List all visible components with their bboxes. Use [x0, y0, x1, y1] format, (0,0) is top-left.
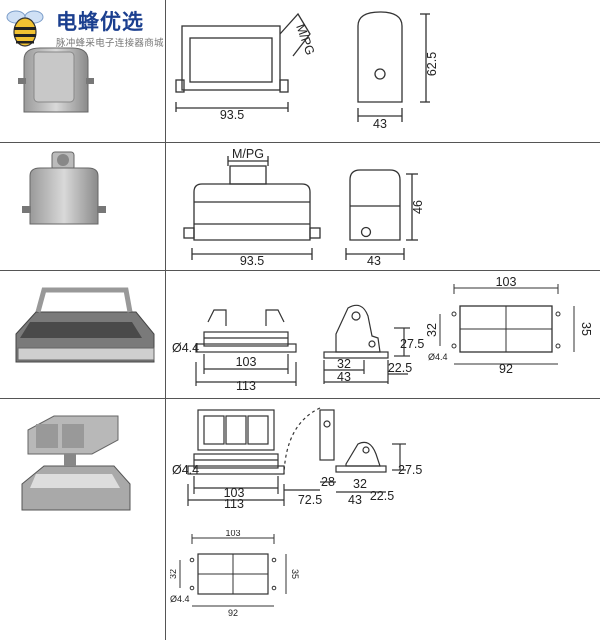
dim-hole: Ø4.4	[172, 341, 199, 355]
dim-d2: 43	[348, 493, 362, 507]
brand-tagline: 脉冲蜂采电子连接器商城	[56, 38, 164, 49]
row1-front-view-drawing: 93.5 M/PG	[175, 12, 317, 122]
housing-lever-photo	[15, 287, 155, 363]
cutout-pitch: 92	[228, 608, 238, 618]
dim-inner-width: 103	[236, 355, 257, 369]
dim-inner-width: 103	[224, 486, 245, 500]
cutout-height: 32	[426, 323, 439, 337]
row4-front-view-drawing: Ø4.4 103 113	[172, 409, 285, 508]
dim-d3: 22.5	[388, 361, 412, 375]
dim-height: 62.5	[425, 52, 439, 76]
dim-d3: 22.5	[370, 489, 394, 503]
dim-d2: 43	[337, 370, 351, 384]
dim-arc: 72.5	[298, 493, 322, 507]
dim-height: 46	[411, 200, 425, 214]
column-divider	[165, 0, 166, 640]
brand-logo: 电蜂优选 脉冲蜂采电子连接器商城	[2, 4, 164, 50]
cutout-height-outer: 35	[290, 569, 300, 579]
dim-width: 93.5	[240, 254, 264, 268]
brand-name: 电蜂优选	[56, 11, 144, 34]
hood-top-entry-photo	[22, 151, 106, 225]
row3-front-view-drawing: Ø4.4 103 113	[172, 309, 297, 392]
dim-outer-width: 113	[224, 497, 244, 508]
dim-height: 27.5	[400, 337, 424, 351]
dim-hole: Ø4.4	[172, 463, 199, 477]
row3-panel-cutout-drawing: 103 32 35 92 Ø4.4	[426, 276, 593, 376]
row1-side-view-drawing: 43 62.5	[357, 11, 439, 131]
row4-panel-cutout-drawing: 103 32 35 92 Ø4.4	[170, 530, 300, 618]
cutout-hole: Ø4.4	[170, 594, 190, 604]
dim-d1: 32	[337, 357, 351, 371]
row-divider	[0, 142, 600, 143]
cutout-width: 103	[496, 276, 517, 289]
dim-outer-width: 113	[236, 379, 256, 392]
cutout-pitch: 92	[499, 362, 513, 376]
cutout-height: 32	[170, 569, 178, 579]
dim-width: 93.5	[220, 108, 244, 122]
bee-logo-icon	[6, 10, 44, 47]
row-divider	[0, 270, 600, 271]
hood-side-entry-photo	[18, 47, 94, 113]
row4-side-view-drawing: 28 32 72.5 43 22.5 27.5	[283, 407, 422, 507]
dim-depth: 43	[373, 117, 387, 131]
dim-depth: 43	[367, 254, 381, 268]
dim-mpg: M/PG	[232, 147, 264, 161]
cutout-width: 103	[225, 530, 240, 538]
housing-with-cover-photo	[21, 415, 131, 511]
row-divider	[0, 398, 600, 399]
dim-d0: 28	[321, 475, 335, 489]
cutout-hole: Ø4.4	[428, 352, 448, 362]
cutout-height-outer: 35	[579, 322, 593, 336]
row2-front-view-drawing: M/PG 93.5	[183, 147, 321, 268]
dim-height: 27.5	[398, 463, 422, 477]
row2-side-view-drawing: 43 46	[345, 169, 425, 268]
dim-d1: 32	[353, 477, 367, 491]
row3-side-view-drawing: 32 43 22.5 27.5	[323, 304, 424, 384]
